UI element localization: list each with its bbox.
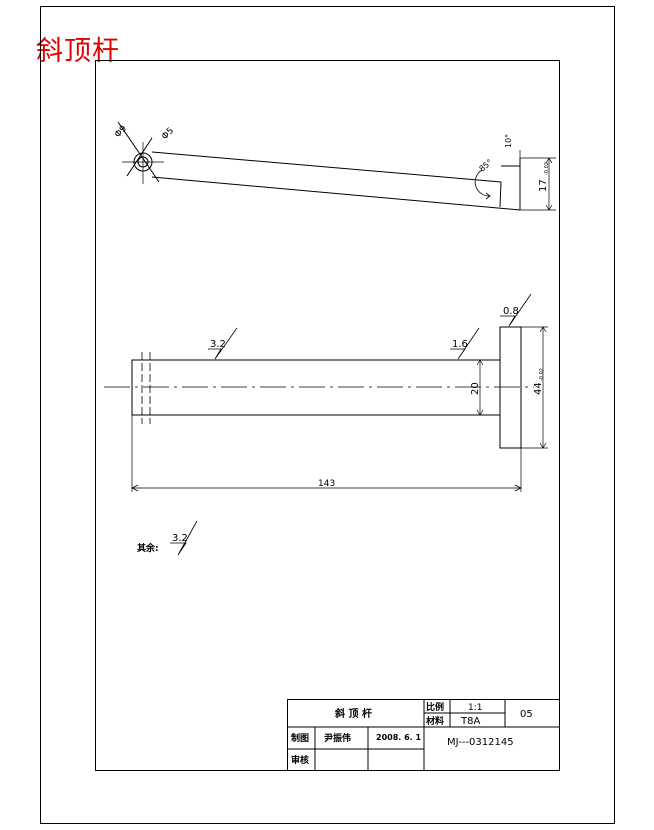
shaft-body: [131, 359, 501, 416]
dim-angle-tip: 85°: [478, 158, 495, 174]
roughness-other-label: 其余:: [137, 542, 159, 554]
drawn-by: 尹振伟: [324, 732, 351, 744]
roughness-symbol-left: [208, 327, 238, 360]
drawn-label: 制图: [291, 732, 309, 744]
sheet-number: 05: [520, 709, 533, 720]
pin-head: [499, 326, 522, 449]
title-block: [287, 699, 560, 771]
title-block-name: 斜 顶 杆: [334, 707, 372, 720]
part-title-heading: 斜顶杆: [36, 36, 120, 67]
checked-label: 审核: [291, 754, 309, 766]
roughness-symbol-head: [500, 293, 532, 327]
pin-bottom-edge: [151, 176, 521, 211]
dim-angle-top: 10°: [504, 134, 513, 148]
dim-tol-17: -0.02: [544, 162, 550, 175]
dim-tol-44: -0.02: [539, 368, 545, 381]
drawn-date: 2008. 6. 1: [376, 733, 421, 742]
dim-dia-20: 20: [470, 382, 481, 395]
dim-height-17: 17: [538, 179, 549, 192]
roughness-symbol-other: [170, 520, 198, 556]
top-view: [117, 121, 556, 211]
roughness-other-value: 3.2: [172, 533, 188, 544]
scale-value: 1:1: [468, 703, 482, 713]
roughness-right-value: 1.6: [452, 339, 468, 350]
material-value: T8A: [460, 716, 480, 727]
dim-phi5: Φ5: [160, 126, 176, 142]
roughness-head-value: 0.8: [503, 306, 519, 317]
dim-dia-44: 44: [533, 382, 544, 395]
drawing-number: MJ---0312145: [447, 737, 514, 748]
scale-label: 比例: [426, 701, 444, 713]
outer-sheet-border: [40, 6, 615, 824]
material-label: 材料: [425, 715, 444, 727]
roughness-symbol-right: [450, 327, 480, 360]
dim-length-143: 143: [318, 479, 335, 489]
pin-top-edge: [151, 151, 502, 183]
front-view: [104, 293, 548, 556]
dim-phi9: Φ9: [113, 124, 129, 140]
roughness-left-value: 3.2: [210, 339, 226, 350]
